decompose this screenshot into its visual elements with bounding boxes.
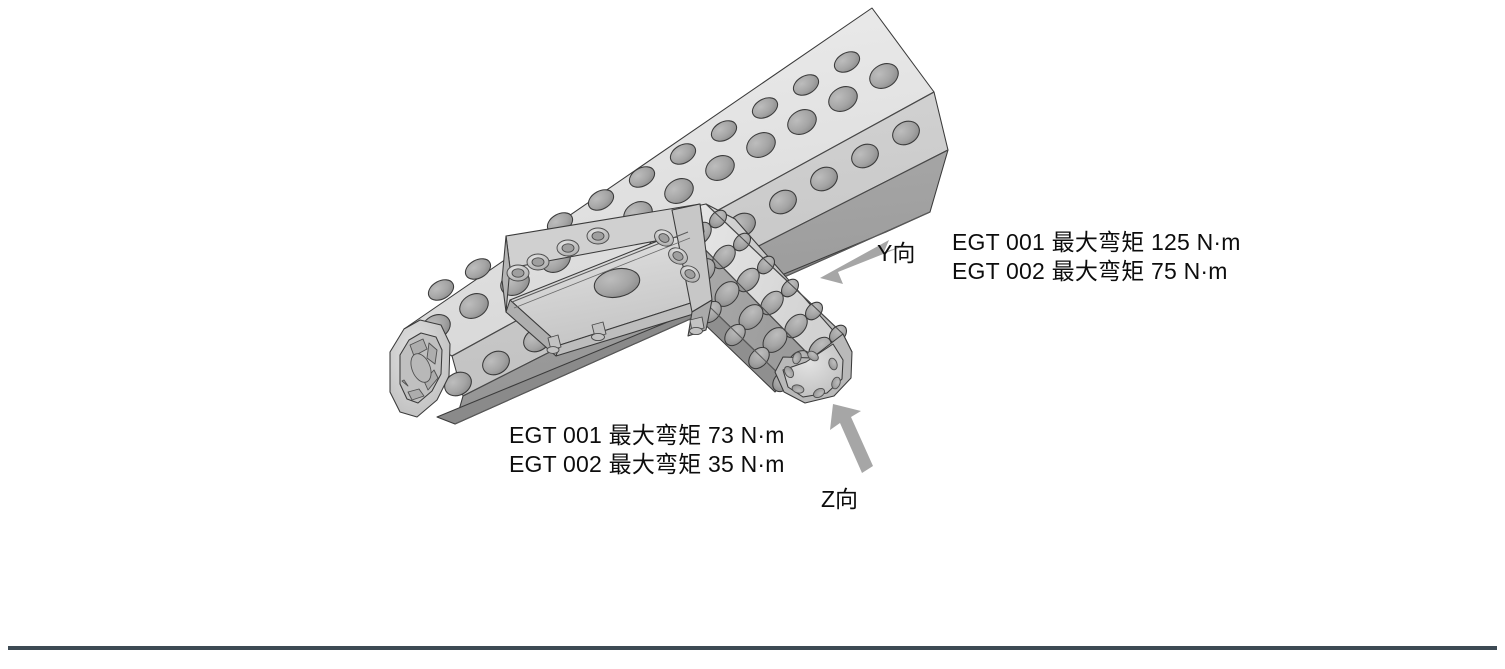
y-annotation-line-2: EGT 002 最大弯矩 75 N·m [952, 258, 1228, 284]
z-direction-label: Z向 [821, 486, 859, 512]
y-direction-label: Y向 [877, 240, 916, 266]
footer-rule [8, 646, 1497, 650]
fastener-set [506, 227, 705, 354]
y-annotation-line-1: EGT 001 最大弯矩 125 N·m [952, 229, 1241, 255]
main-beam-end-cap [389, 319, 451, 418]
y-direction-annotation: EGT 001 最大弯矩 125 N·m EGT 002 最大弯矩 75 N·m [952, 228, 1241, 286]
z-annotation-line-1: EGT 001 最大弯矩 73 N·m [509, 422, 785, 448]
z-annotation-line-2: EGT 002 最大弯矩 35 N·m [509, 451, 785, 477]
z-direction-annotation: EGT 001 最大弯矩 73 N·m EGT 002 最大弯矩 35 N·m [509, 421, 785, 479]
main-beam-hole-row-lower [444, 120, 920, 397]
y-direction-arrow [820, 240, 906, 284]
z-direction-arrow [830, 404, 873, 473]
branch-tube-end-cap [774, 333, 853, 404]
